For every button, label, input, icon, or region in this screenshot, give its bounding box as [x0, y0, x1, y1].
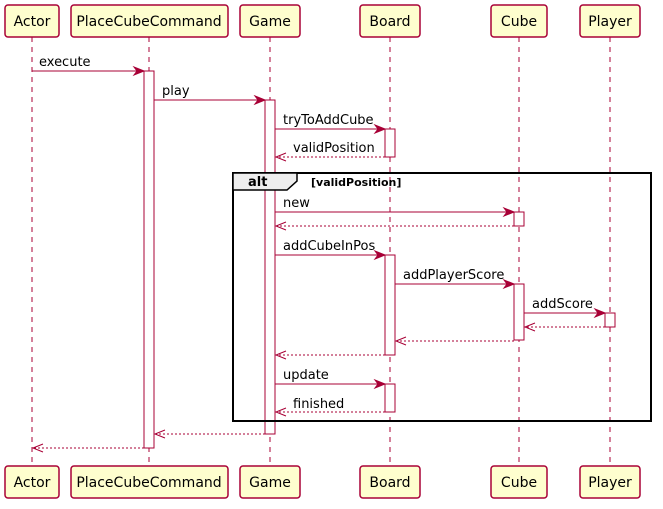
message-arrowhead-addcubeinpos-return — [274, 350, 287, 360]
message-arrowhead-new — [502, 206, 516, 218]
participant-label-player-top: Player — [588, 14, 632, 30]
participants-bottom: Actor PlaceCubeCommand Game Board Cube P… — [4, 465, 641, 499]
activation-board-addcubeinpos — [384, 254, 396, 356]
participants-top: Actor PlaceCubeCommand Game Board Cube P… — [4, 4, 641, 38]
message-arrowhead-addplayerscore-return — [394, 336, 407, 346]
message-label-play: play — [162, 84, 190, 99]
participant-box-placecubecommand-bottom — [70, 465, 229, 499]
participant-box-board-bottom — [359, 465, 421, 499]
message-label-update: update — [283, 368, 329, 383]
message-arrowhead-play-return — [153, 429, 166, 439]
message-label-new: new — [283, 196, 310, 211]
participant-box-placecubecommand-top — [70, 4, 229, 38]
participant-label-game-top: Game — [249, 14, 291, 30]
participant-box-game-top — [239, 4, 301, 38]
message-label-addscore: addScore — [532, 297, 593, 312]
participant-box-board-top — [359, 4, 421, 38]
activation-cube-new — [513, 211, 525, 227]
activation-game — [264, 99, 276, 435]
message-label-finished: finished — [293, 397, 344, 412]
message-label-execute: execute — [39, 55, 91, 70]
participant-label-placecubecommand-bottom: PlaceCubeCommand — [76, 475, 221, 491]
message-arrowhead-new-return — [274, 221, 287, 231]
message-label-trytoaddcube: tryToAddCube — [283, 113, 374, 128]
message-arrowhead-validposition — [274, 152, 287, 162]
participant-label-cube-top: Cube — [501, 14, 537, 30]
alt-fragment-frame — [232, 172, 652, 422]
alt-fragment-tab — [232, 172, 298, 191]
alt-fragment-guard: [validPosition] — [311, 176, 401, 189]
participant-label-board-top: Board — [369, 14, 410, 30]
message-arrowhead-addscore-return — [523, 322, 536, 332]
message-label-validposition: validPosition — [293, 141, 375, 156]
participant-box-game-bottom — [239, 465, 301, 499]
message-arrowhead-addplayerscore — [502, 278, 516, 290]
participant-box-player-top — [579, 4, 641, 38]
participant-box-actor-top — [4, 4, 60, 38]
message-arrowhead-addscore — [593, 307, 607, 319]
participant-label-game-bottom: Game — [249, 475, 291, 491]
message-label-addcubeinpos: addCubeInPos — [283, 239, 375, 254]
activation-board-update — [384, 383, 396, 413]
activation-cube-addplayerscore — [513, 283, 525, 341]
participant-box-actor-bottom — [4, 465, 60, 499]
message-arrowhead-execute-return — [31, 443, 44, 453]
participant-label-actor-top: Actor — [14, 14, 51, 30]
participant-box-player-bottom — [579, 465, 641, 499]
message-label-addplayerscore: addPlayerScore — [403, 268, 504, 283]
message-arrowhead-play — [253, 94, 267, 106]
messages: execute play tryToAddCube validPosition … — [31, 55, 607, 453]
activation-player-addscore — [604, 312, 616, 328]
participant-box-cube-bottom — [490, 465, 548, 499]
alt-fragment: alt [validPosition] — [232, 172, 652, 422]
activation-placecubecommand — [143, 70, 155, 449]
activations — [143, 70, 616, 449]
activation-board-trytoaddcube — [384, 128, 396, 158]
message-arrowhead-execute — [132, 65, 146, 77]
message-arrowhead-finished — [274, 407, 287, 417]
participant-label-actor-bottom: Actor — [14, 475, 51, 491]
message-arrowhead-update — [373, 378, 387, 390]
participant-box-cube-top — [490, 4, 548, 38]
participant-label-cube-bottom: Cube — [501, 475, 537, 491]
participant-label-board-bottom: Board — [369, 475, 410, 491]
participant-label-placecubecommand-top: PlaceCubeCommand — [76, 14, 221, 30]
participant-label-player-bottom: Player — [588, 475, 632, 491]
message-arrowhead-trytoaddcube — [373, 123, 387, 135]
alt-fragment-keyword: alt — [248, 175, 267, 190]
message-arrowhead-addcubeinpos — [373, 249, 387, 261]
